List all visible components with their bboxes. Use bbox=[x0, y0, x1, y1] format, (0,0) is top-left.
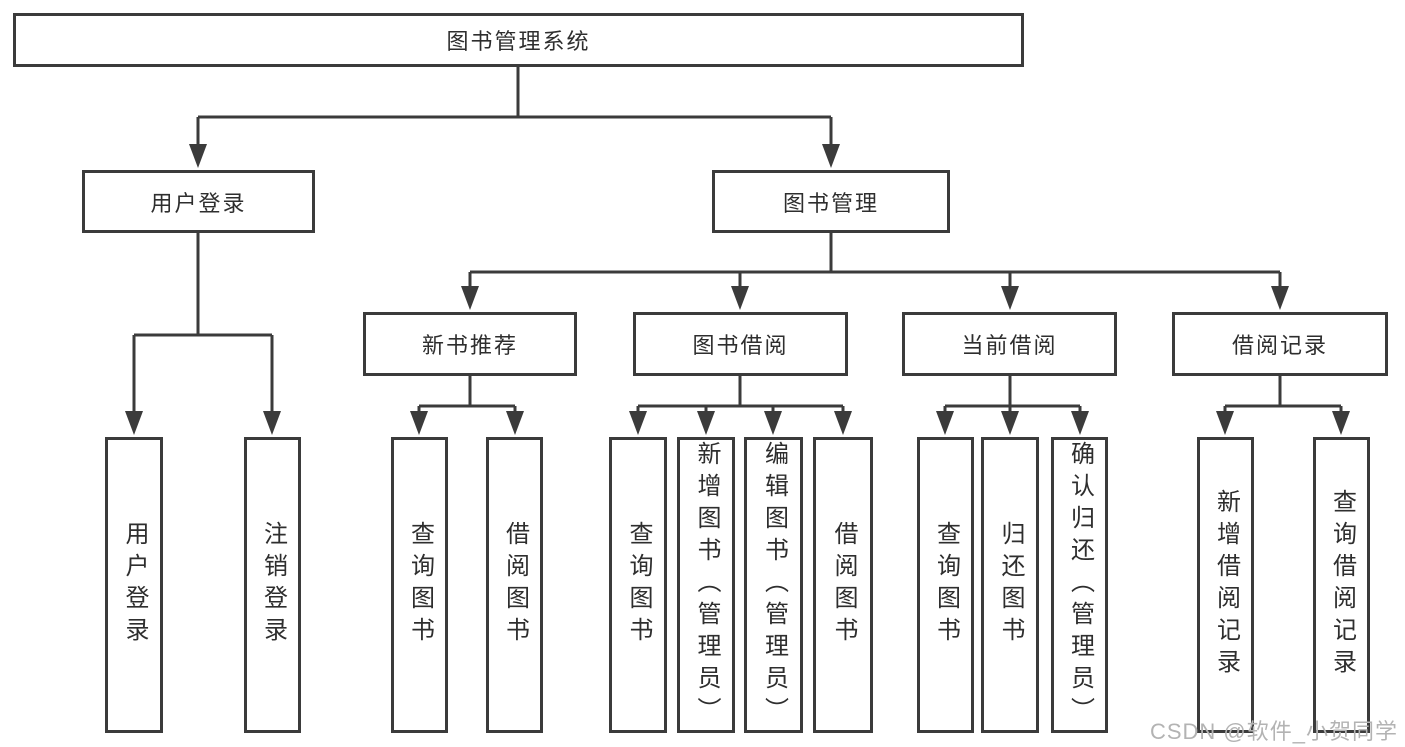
leaf-edit-books-admin-label: 编辑图书（管理员） bbox=[760, 441, 788, 729]
leaf-user-login: 用户登录 bbox=[105, 437, 163, 733]
leaf-logout-label: 注销登录 bbox=[259, 521, 287, 649]
connector-book-management-children bbox=[461, 233, 1289, 310]
leaf-query-borrow-record-label: 查询借阅记录 bbox=[1328, 489, 1356, 681]
connector-root-to-level2 bbox=[189, 67, 840, 168]
leaf-borrow-books-recommend: 借阅图书 bbox=[486, 437, 543, 733]
leaf-borrow-books-recommend-label: 借阅图书 bbox=[501, 521, 529, 649]
node-book-borrowing: 图书借阅 bbox=[633, 312, 848, 376]
leaf-query-books-recommend-label: 查询图书 bbox=[406, 521, 434, 649]
leaf-add-books-admin-label: 新增图书（管理员） bbox=[693, 441, 720, 729]
leaf-borrow-books-label: 借阅图书 bbox=[830, 521, 857, 649]
connector-book-borrow-children bbox=[629, 376, 852, 435]
node-book-management: 图书管理 bbox=[712, 170, 950, 233]
connector-user-login-children bbox=[125, 233, 281, 435]
leaf-query-books-borrow: 查询图书 bbox=[609, 437, 667, 733]
leaf-return-books: 归还图书 bbox=[981, 437, 1039, 733]
node-root: 图书管理系统 bbox=[13, 13, 1024, 67]
leaf-borrow-books: 借阅图书 bbox=[813, 437, 873, 733]
leaf-user-login-label: 用户登录 bbox=[121, 521, 148, 649]
leaf-query-books-borrow-label: 查询图书 bbox=[625, 521, 652, 649]
leaf-query-books-current-label: 查询图书 bbox=[932, 521, 960, 649]
connector-current-borrow-children bbox=[936, 376, 1089, 435]
leaf-query-borrow-record: 查询借阅记录 bbox=[1313, 437, 1370, 733]
leaf-query-books-current: 查询图书 bbox=[917, 437, 974, 733]
csdn-watermark: CSDN @软件_小贺同学 bbox=[1149, 719, 1398, 744]
connector-new-book-children bbox=[410, 376, 524, 435]
leaf-edit-books-admin: 编辑图书（管理员） bbox=[744, 437, 803, 733]
leaf-confirm-return-admin-label: 确认归还（管理员） bbox=[1066, 441, 1094, 729]
leaf-confirm-return-admin: 确认归还（管理员） bbox=[1051, 437, 1108, 733]
leaf-logout: 注销登录 bbox=[244, 437, 301, 733]
node-user-login: 用户登录 bbox=[82, 170, 315, 233]
leaf-add-borrow-record-label: 新增借阅记录 bbox=[1212, 489, 1240, 681]
leaf-add-borrow-record: 新增借阅记录 bbox=[1197, 437, 1254, 733]
leaf-add-books-admin: 新增图书（管理员） bbox=[677, 437, 735, 733]
connector-borrow-record-children bbox=[1216, 376, 1350, 435]
leaf-return-books-label: 归还图书 bbox=[997, 521, 1024, 649]
node-current-borrowing: 当前借阅 bbox=[902, 312, 1117, 376]
node-new-book-recommendation: 新书推荐 bbox=[363, 312, 577, 376]
leaf-query-books-recommend: 查询图书 bbox=[391, 437, 448, 733]
node-borrowing-records: 借阅记录 bbox=[1172, 312, 1388, 376]
